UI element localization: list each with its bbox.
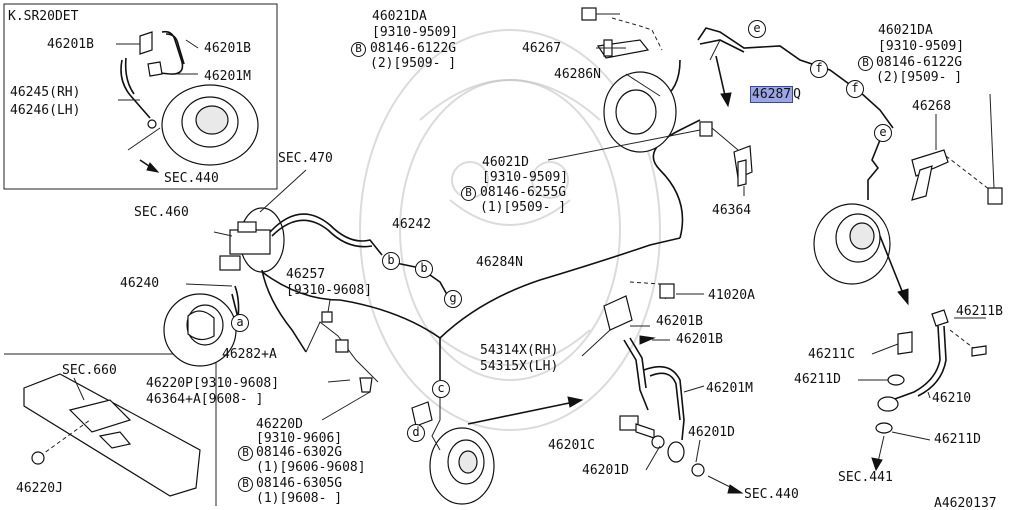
label-46284N[interactable]: 46284N	[476, 255, 523, 270]
label-bolt-6255G[interactable]: 08146-6255G	[480, 185, 567, 200]
label-46268[interactable]: 46268	[912, 99, 952, 114]
front-left-brake-drawing	[581, 7, 732, 153]
label-46201M-inset[interactable]: 46201M	[204, 69, 251, 84]
master-cylinder-drawing	[163, 169, 451, 421]
connector-c: c	[432, 380, 450, 398]
label-bolt-6302G-qty: (1)[9606-9608]	[256, 460, 366, 475]
label-46211C[interactable]: 46211C	[808, 347, 855, 362]
connector-g: g	[444, 290, 462, 308]
label-46267[interactable]: 46267	[522, 41, 562, 56]
connector-d: d	[407, 424, 425, 442]
label-sec460[interactable]: SEC.460	[134, 205, 189, 220]
bolt-mark-1: B	[238, 446, 253, 461]
label-46201B-center-1[interactable]: 46201B	[656, 314, 703, 329]
label-46257[interactable]: 46257	[286, 267, 326, 282]
connector-f-2: f	[846, 80, 864, 98]
connector-b-2: b	[415, 260, 433, 278]
label-46246[interactable]: 46246(LH)	[10, 103, 81, 118]
label-46201B-inset-a[interactable]: 46201B	[47, 37, 94, 52]
label-46211D-right-1[interactable]: 46211D	[794, 372, 841, 387]
label-46021DA-right[interactable]: 46021DA	[878, 23, 933, 38]
bolt-mark-3: B	[351, 42, 366, 57]
label-46220D[interactable]: 46220D	[256, 417, 303, 432]
rear-brake-hose-drawing	[858, 309, 987, 472]
label-46257-range: [9310-9608]	[286, 283, 373, 298]
label-bolt-6122G-left-qty: (2)[9509- ]	[370, 56, 457, 71]
label-46201D-center-2[interactable]: 46201D	[582, 463, 629, 478]
label-54314X[interactable]: 54314X(RH)	[480, 343, 559, 358]
label-46021D-range: [9310-9509]	[482, 170, 569, 185]
label-46021D[interactable]: 46021D	[482, 155, 529, 170]
label-46021DA-left[interactable]: 46021DA	[372, 9, 427, 24]
label-46220J[interactable]: 46220J	[16, 481, 63, 496]
connector-e-2: e	[874, 124, 892, 142]
label-sec470[interactable]: SEC.470	[278, 151, 333, 166]
label-46210[interactable]: 46210	[932, 391, 972, 406]
label-46242[interactable]: 46242	[392, 217, 432, 232]
label-sec441[interactable]: SEC.441	[838, 470, 893, 485]
connector-b-1: b	[382, 252, 400, 270]
label-sec660[interactable]: SEC.660	[62, 363, 117, 378]
label-46220D-range: [9310-9606]	[256, 431, 343, 446]
label-bolt-6122G-left[interactable]: 08146-6122G	[370, 41, 457, 56]
label-46201B-center-2[interactable]: 46201B	[676, 332, 723, 347]
rear-hose-drawing	[467, 281, 744, 494]
drawing-id: A4620137	[934, 496, 997, 510]
label-46364A[interactable]: 46364+A[9608- ]	[146, 392, 264, 407]
label-46021DA-right-range: [9310-9509]	[878, 39, 965, 54]
label-46245[interactable]: 46245(RH)	[10, 85, 81, 100]
label-bolt-6305G[interactable]: 08146-6305G	[256, 476, 343, 491]
label-46220P[interactable]: 46220P[9310-9608]	[146, 376, 280, 391]
label-46201B-inset-b[interactable]: 46201B	[204, 41, 251, 56]
label-bolt-6302G[interactable]: 08146-6302G	[256, 445, 343, 460]
front-right-brake-drawing	[411, 396, 495, 505]
label-bolt-6305G-qty: (1)[9608- ]	[256, 491, 343, 506]
label-46240[interactable]: 46240	[120, 276, 160, 291]
bolt-mark-5: B	[461, 186, 476, 201]
connector-a: a	[231, 314, 249, 332]
label-46201C[interactable]: 46201C	[548, 438, 595, 453]
label-46211D-right-2[interactable]: 46211D	[934, 432, 981, 447]
bolt-mark-2: B	[238, 477, 253, 492]
floor-bracket-drawing	[23, 373, 201, 497]
label-46286N[interactable]: 46286N	[554, 67, 601, 82]
watermark-emblem	[359, 29, 661, 431]
junction-block-drawing	[547, 121, 753, 196]
label-54315X[interactable]: 54315X(LH)	[480, 359, 559, 374]
inset-engine-label: K.SR20DET	[8, 9, 79, 24]
label-41020A[interactable]: 41020A	[708, 288, 755, 303]
connector-f-1: f	[810, 60, 828, 78]
label-46282A[interactable]: 46282+A	[222, 347, 277, 362]
bolt-mark-4: B	[858, 56, 873, 71]
label-46211B[interactable]: 46211B	[956, 304, 1003, 319]
label-sec440-inset[interactable]: SEC.440	[164, 171, 219, 186]
label-46021DA-left-range: [9310-9509]	[372, 25, 459, 40]
label-46364[interactable]: 46364	[712, 203, 752, 218]
highlighted-part-number[interactable]: 46287	[750, 86, 794, 103]
label-46201D-center-1[interactable]: 46201D	[688, 425, 735, 440]
highlighted-part-suffix: Q	[793, 87, 801, 102]
inset-frame	[3, 3, 278, 190]
rear-right-brake-drawing	[813, 93, 1003, 306]
label-bolt-6122G-right[interactable]: 08146-6122G	[876, 55, 963, 70]
connector-e-1: e	[748, 20, 766, 38]
label-sec440-bottom[interactable]: SEC.440	[744, 487, 799, 502]
label-46201M-center[interactable]: 46201M	[706, 381, 753, 396]
inset-drawing	[116, 30, 259, 173]
label-bolt-6255G-qty: (1)[9509- ]	[480, 200, 567, 215]
label-bolt-6122G-right-qty: (2)[9509- ]	[876, 70, 963, 85]
